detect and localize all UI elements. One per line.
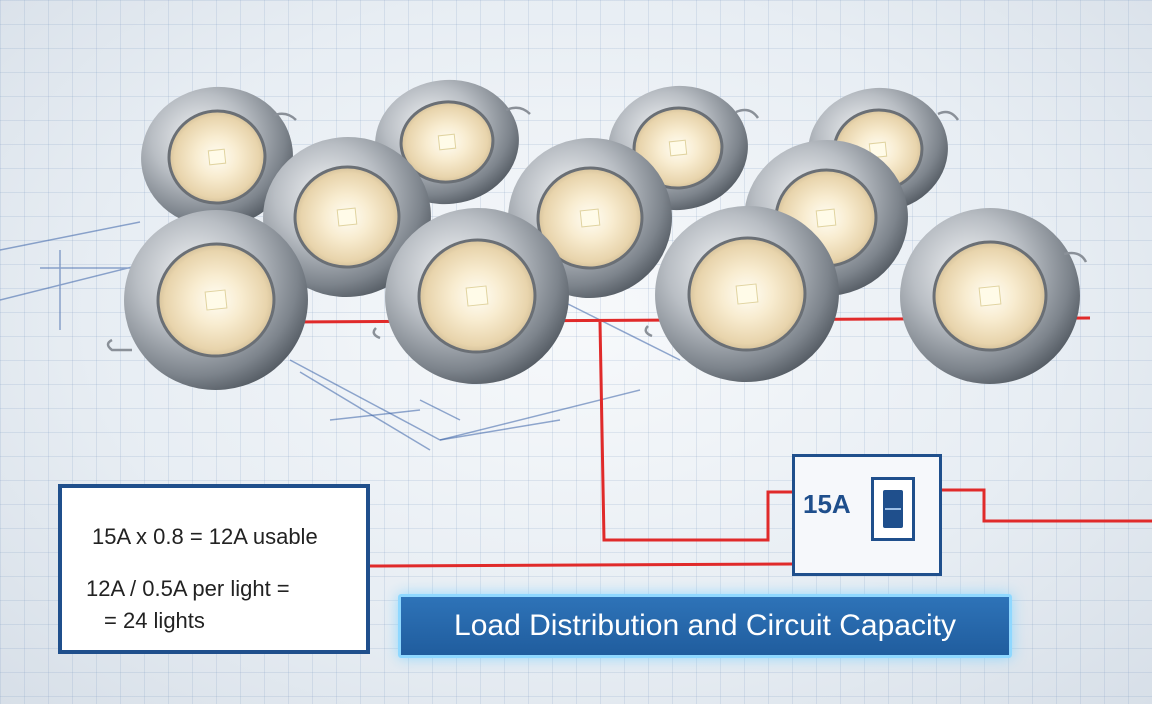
light-fixture (900, 207, 1080, 385)
breaker-rating-label: 15A (803, 489, 851, 519)
calculation-line-result: = 24 lights (104, 608, 205, 633)
title-banner: Load Distribution and Circuit Capacity (398, 594, 1012, 658)
title-banner-text: Load Distribution and Circuit Capacity (454, 609, 956, 642)
blueprint-lines (0, 221, 681, 451)
calculation-line-per-light: 12A / 0.5A per light = (86, 576, 290, 601)
light-fixture (385, 207, 569, 385)
circuit-breaker-panel: 15A (792, 454, 942, 576)
calculation-panel: 15A x 0.8 = 12A usable 12A / 0.5A per li… (58, 484, 370, 654)
light-fixture (124, 209, 308, 391)
calculation-line-usable: 15A x 0.8 = 12A usable (92, 524, 318, 549)
light-fixture (263, 136, 431, 298)
circuit-breaker-icon (871, 477, 915, 541)
light-fixture (655, 205, 839, 383)
spring-clips (106, 106, 1088, 352)
light-fixture (141, 86, 293, 228)
